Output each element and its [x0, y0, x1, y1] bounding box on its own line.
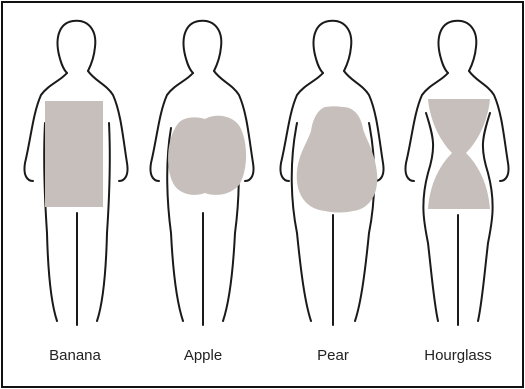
banana-silhouette [15, 3, 135, 333]
apple-silhouette [143, 3, 263, 333]
label-hourglass: Hourglass [398, 347, 518, 364]
hourglass-silhouette [398, 3, 518, 333]
figure-pear [273, 3, 393, 333]
label-pear: Pear [273, 347, 393, 364]
pear-shape [297, 106, 378, 212]
banana-shape [45, 101, 103, 207]
pear-silhouette [273, 3, 393, 333]
label-banana: Banana [15, 347, 135, 364]
label-apple: Apple [143, 347, 263, 364]
apple-shape [168, 116, 246, 195]
figure-hourglass [398, 3, 518, 333]
figure-banana [15, 3, 135, 333]
hourglass-shape [428, 99, 490, 209]
figure-apple [143, 3, 263, 333]
